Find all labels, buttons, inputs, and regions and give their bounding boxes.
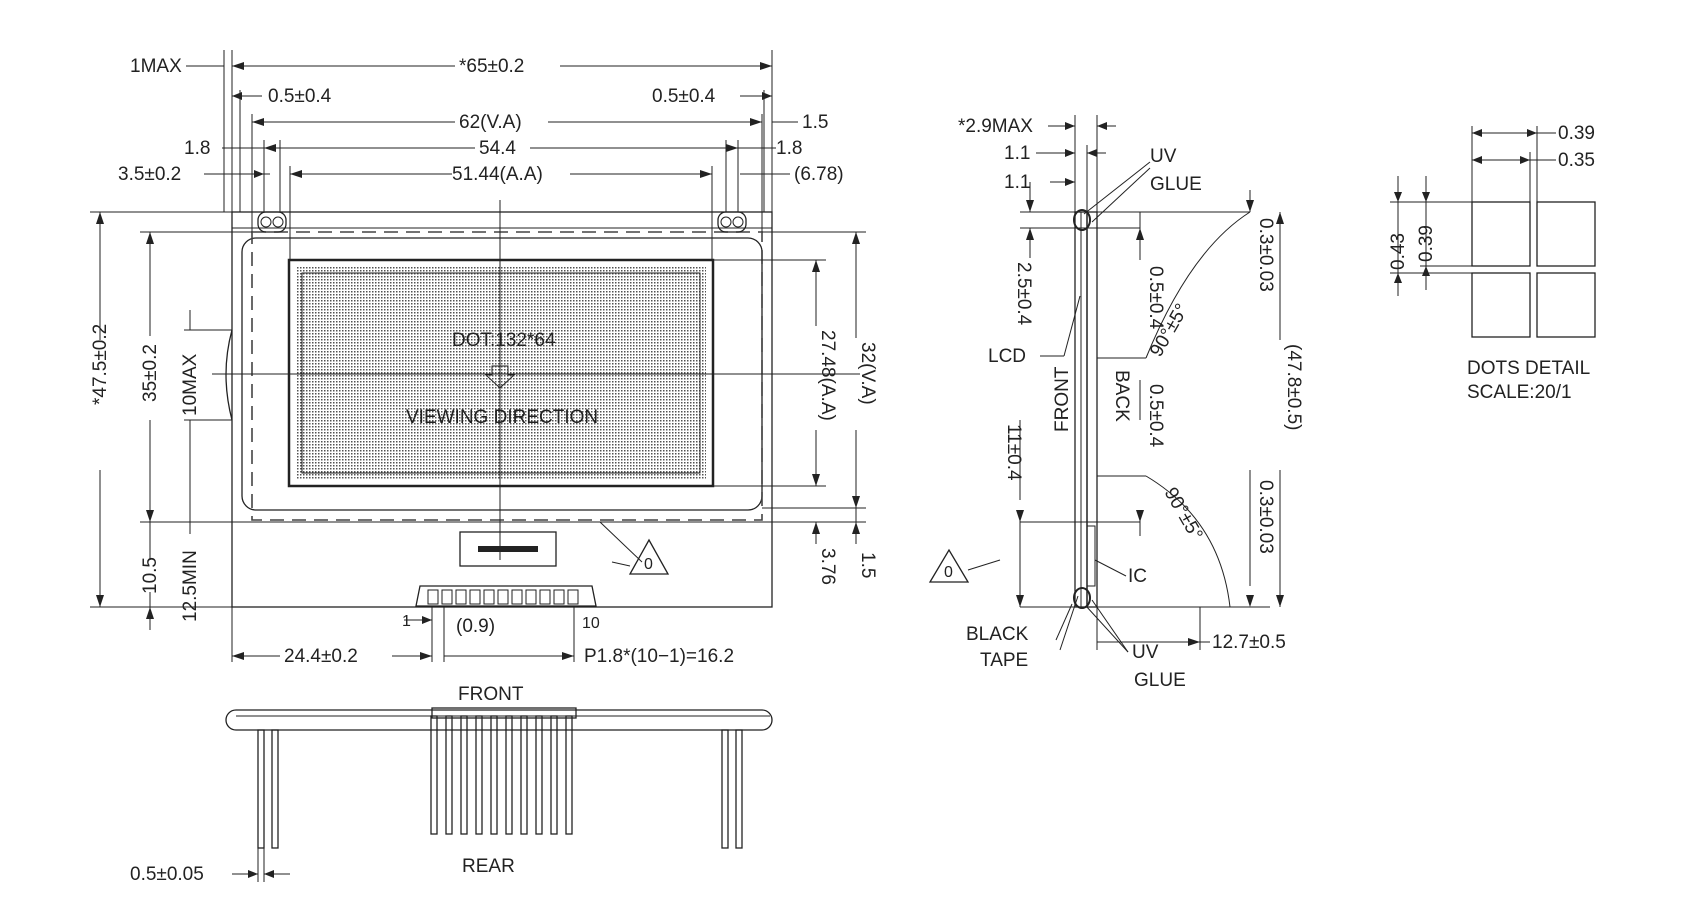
bottom-view-rear-label: REAR: [462, 856, 515, 877]
side-view: *2.9MAX 1.1 1.1 UV GLUE 2.5±0.4 LCD FRON…: [928, 115, 1304, 691]
dim-edge-left: 1.8: [184, 138, 210, 159]
dim-pin-distance: 24.4±0.2: [284, 646, 358, 667]
lcd-label: LCD: [988, 346, 1026, 367]
pcb-outline: [231, 211, 773, 608]
dim-11b: 1.1: [1004, 172, 1030, 193]
angle-arc-top: [1145, 211, 1251, 359]
angle-arc-bottom: [1145, 475, 1231, 608]
dim-aa-width: 51.44(A.A): [452, 164, 543, 185]
dot-cell-2: [1536, 201, 1596, 267]
active-area-frame: [287, 258, 715, 488]
dim-376: 3.76: [817, 548, 838, 585]
dim-width-total: *65±0.2: [459, 56, 524, 77]
side-back-label: BACK: [1111, 370, 1132, 422]
dim-10max: 10MAX: [180, 353, 201, 416]
dim-pitch-54: 54.4: [479, 138, 516, 159]
pin-number-10: 10: [582, 615, 600, 632]
dim-va-width: 62(V.A): [459, 112, 522, 133]
black-tape-line2: TAPE: [980, 650, 1028, 671]
dim-15: 1.5: [857, 552, 878, 578]
dim-035: 0.35: [1558, 150, 1595, 171]
corner-pins-right: [717, 211, 747, 233]
dim-height-total: *47.5±0.2: [90, 324, 111, 405]
dim-pin-diameter: 0.5±0.05: [130, 864, 204, 885]
dim-right-margin: 1.5: [802, 112, 828, 133]
uv-glue-bottom-line1: UV: [1132, 642, 1159, 663]
dim-11a: 1.1: [1004, 143, 1030, 164]
viewing-direction-label: VIEWING DIRECTION: [406, 407, 598, 428]
dot-cell-1: [1471, 201, 1531, 267]
corner-pins-left: [257, 211, 287, 233]
dim-edge-right: 1.8: [776, 138, 802, 159]
angle-bottom-label: 90°±5°: [1160, 484, 1207, 544]
dim-1max: 1MAX: [130, 56, 182, 77]
dim-039-left: 0.39: [1416, 225, 1437, 262]
dim-offset-left: 0.5±0.4: [268, 86, 332, 107]
side-revision-triangle: [928, 548, 970, 583]
dim-ref-678: (6.78): [794, 164, 844, 185]
ic-block: [459, 531, 557, 567]
header-pins: [427, 589, 579, 605]
uv-glue-top-line2: GLUE: [1150, 174, 1202, 195]
dim-pin-offset: 3.5±0.2: [118, 164, 181, 185]
dim-11c: 11±0.4: [1003, 424, 1024, 481]
revision-mark: 0: [644, 556, 653, 573]
black-tape-line1: BLACK: [966, 624, 1029, 645]
active-area: [301, 272, 701, 474]
front-view: DOT:132*64 VIEWING DIRECTION: [90, 50, 878, 667]
side-revision-mark: 0: [944, 564, 953, 581]
dim-height-35: 35±0.2: [140, 344, 161, 402]
dim-039-top: 0.39: [1558, 123, 1595, 144]
dim-03b: 0.3±0.03: [1255, 480, 1276, 554]
dots-detail: 0.39 0.35 0.43 0.39 DOTS DETAIL SCALE:20…: [1388, 123, 1596, 403]
dots-detail-title: DOTS DETAIL: [1467, 358, 1590, 379]
dim-offset-right: 0.5±0.4: [652, 86, 716, 107]
ic-label: IC: [1128, 566, 1147, 587]
dim-va-height: 32(V.A): [857, 342, 878, 405]
dim-29max: *2.9MAX: [958, 116, 1033, 137]
dim-pin-formula: P1.8*(10−1)=16.2: [584, 646, 734, 667]
dot-count-label: DOT:132*64: [452, 330, 556, 351]
dim-25: 2.5±0.4: [1013, 262, 1034, 326]
dot-cell-4: [1536, 272, 1596, 338]
uv-glue-top-line1: UV: [1150, 146, 1177, 167]
pin-pitch-label: (0.9): [456, 616, 495, 637]
dim-05b: 0.5±0.4: [1145, 384, 1166, 448]
viewing-area-outline: [251, 231, 763, 521]
dots-detail-scale: SCALE:20/1: [1467, 382, 1572, 403]
dim-05a: 0.5±0.4: [1145, 266, 1166, 330]
bottom-view-front-label: FRONT: [458, 684, 524, 705]
revision-triangle: [628, 538, 670, 575]
uv-glue-bottom: [1073, 587, 1091, 609]
dim-127: 12.7±0.5: [1212, 632, 1286, 653]
dot-cell-3: [1471, 272, 1531, 338]
pin-number-1: 1: [402, 613, 411, 630]
side-front-label: FRONT: [1052, 366, 1073, 432]
uv-glue-top: [1073, 209, 1091, 231]
pin-header: [415, 585, 597, 607]
viewing-direction-arrow: [484, 365, 516, 389]
dim-043: 0.43: [1388, 233, 1409, 270]
uv-glue-bottom-line2: GLUE: [1134, 670, 1186, 691]
module-edge: [225, 709, 773, 731]
dim-125min: 12.5MIN: [180, 550, 201, 622]
dim-03a: 0.3±0.03: [1255, 218, 1276, 292]
dim-105: 10.5: [140, 557, 161, 594]
edge-header-pins: [430, 715, 573, 835]
dim-478: (47.8±0.5): [1283, 344, 1304, 430]
dim-aa-height: 27.48(A.A): [817, 330, 838, 421]
bottom-view: FRONT REAR 0.5±0.05: [130, 684, 773, 885]
side-ic: [1086, 525, 1096, 587]
